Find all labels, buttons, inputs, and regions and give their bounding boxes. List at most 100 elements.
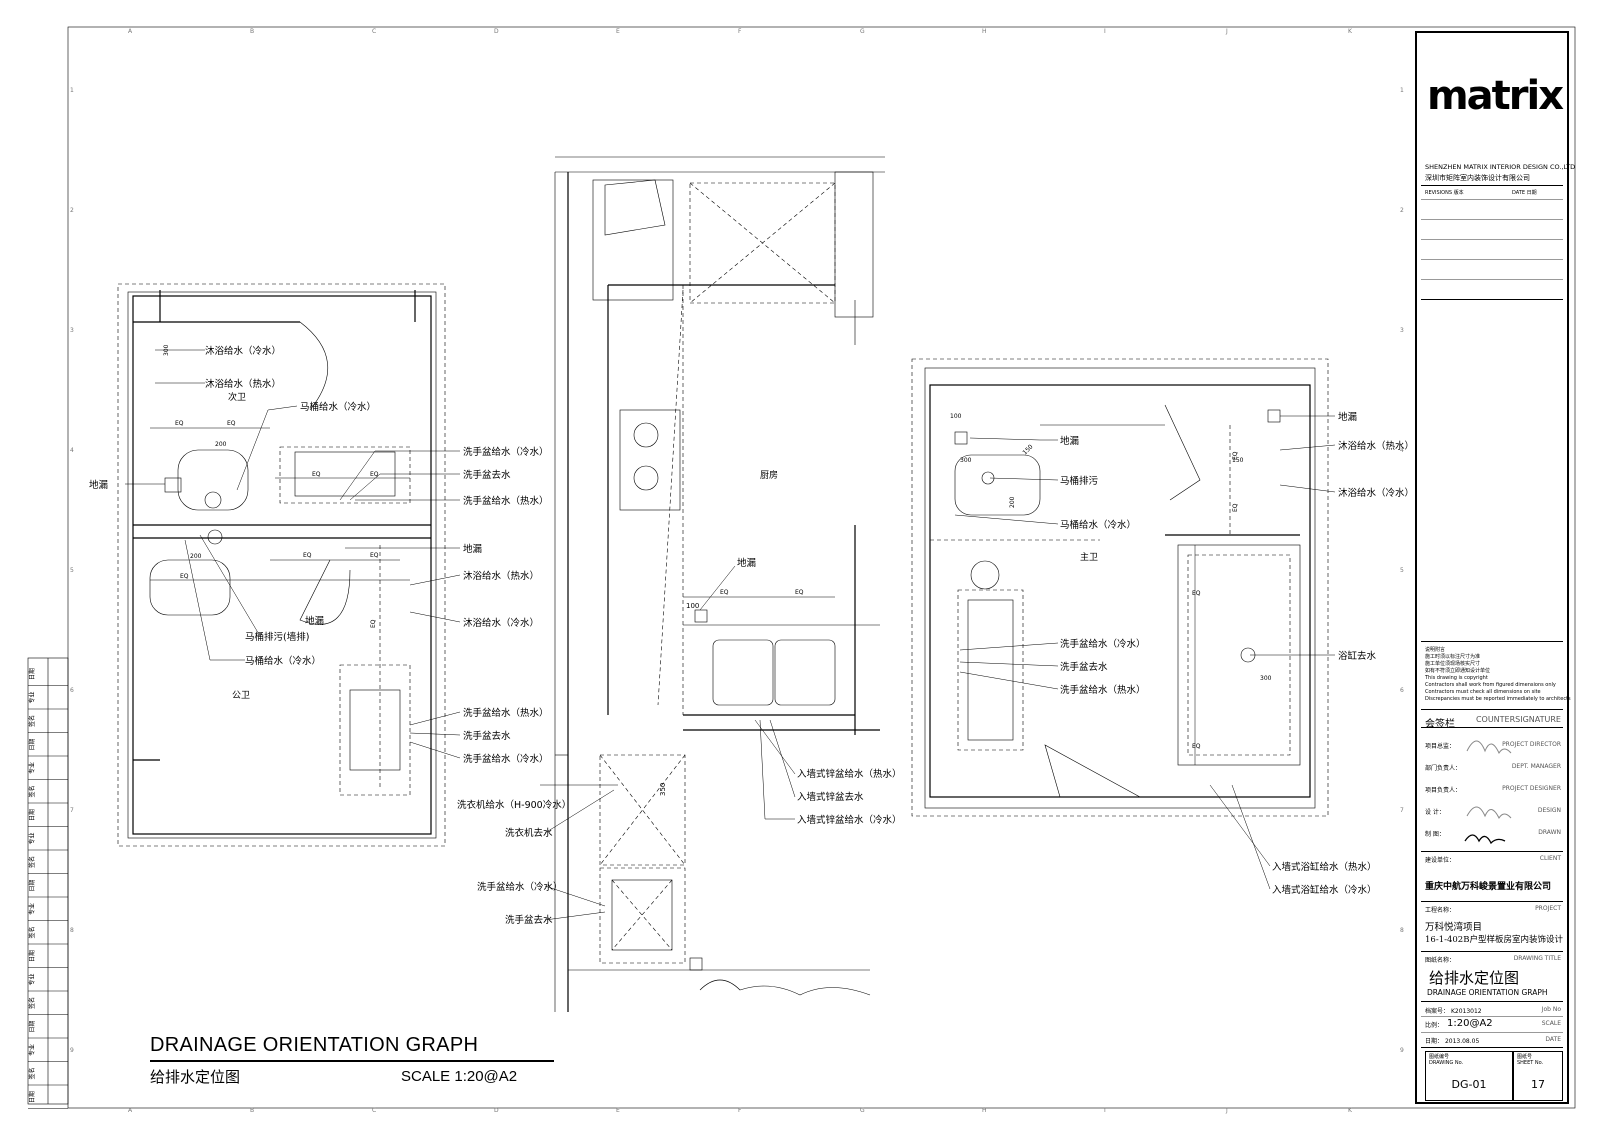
strip-cell-label: 专业 bbox=[28, 1044, 36, 1056]
drawing-title-label-row: 图纸名称：DRAWING TITLE bbox=[1425, 955, 1561, 964]
label-master-floor-drain-a: 地漏 bbox=[1060, 435, 1079, 447]
label-sink-drain: 入墙式锌盆去水 bbox=[797, 791, 864, 803]
company-name-cn: 深圳市矩阵室内装饰设计有限公司 bbox=[1425, 174, 1530, 182]
strip-cell-label: 日期 bbox=[28, 879, 36, 891]
master-bath-plan: 主卫 EQ EQ EQ EQ 300 100 300 150 150 200 地… bbox=[911, 358, 1414, 896]
dim-eq-8: EQ bbox=[370, 619, 377, 628]
drawing-title-en: DRAINAGE ORIENTATION GRAPH bbox=[1427, 988, 1548, 997]
room-label-master-bath: 主卫 bbox=[1080, 551, 1098, 563]
label-shower-cold-mid: 沐浴给水（冷水） bbox=[463, 617, 539, 629]
label-washer-supply: 洗衣机给水（H-900冷水） bbox=[457, 799, 571, 811]
client-name: 重庆中航万科峻景置业有限公司 bbox=[1425, 882, 1552, 892]
scale-value: 1:20@A2 bbox=[1447, 1018, 1493, 1029]
strip-cell-label: 签名 bbox=[28, 1067, 36, 1079]
role-row-manager: 部门负责人：DEPT. MANAGER bbox=[1425, 763, 1561, 772]
grid-col-j-bottom: J bbox=[1225, 1107, 1228, 1114]
role-row-design: 设 计：DESIGN bbox=[1425, 807, 1561, 816]
grid-col-k: K bbox=[1348, 28, 1353, 35]
grid-col-f: F bbox=[738, 28, 742, 35]
grid-row-8: 8 bbox=[70, 927, 74, 934]
dim-eq-3: EQ bbox=[303, 552, 312, 559]
room-label-public-bath: 公卫 bbox=[232, 690, 250, 701]
date-row: 日期： 2013.08.05 DATE bbox=[1425, 1036, 1561, 1045]
footer-title-rule bbox=[150, 1060, 554, 1062]
dim-eq-kitchen-1: EQ bbox=[720, 589, 729, 596]
grid-col-c-bottom: C bbox=[372, 1107, 376, 1114]
dim-eq-4: EQ bbox=[370, 552, 379, 559]
dim-eq-2: EQ bbox=[227, 420, 236, 427]
strip-cell-label: 签名 bbox=[28, 715, 36, 727]
label-floor-drain-inner: 地漏 bbox=[305, 615, 324, 627]
grid-col-b: B bbox=[250, 28, 254, 35]
label-basin-drain-3: 洗手盆去水 bbox=[505, 914, 553, 926]
grid-col-c: C bbox=[372, 28, 376, 35]
strip-cell-label: 日期 bbox=[28, 809, 36, 821]
grid-col-g: G bbox=[860, 28, 865, 35]
label-master-basin-cold: 洗手盆给水（冷水） bbox=[1060, 638, 1146, 650]
grid-row-9-right: 9 bbox=[1400, 1047, 1404, 1054]
grid-row-6: 6 bbox=[70, 687, 74, 694]
role-row-drawn: 制 图：DRAWN bbox=[1425, 829, 1561, 838]
label-basin-cold-1: 洗手盆给水（冷水） bbox=[463, 446, 549, 458]
dim-150-master: 150 bbox=[1021, 443, 1034, 456]
footer-title-en: DRAINAGE ORIENTATION GRAPH bbox=[150, 1034, 479, 1056]
dim-eq-master-3: EQ bbox=[1192, 590, 1201, 597]
grid-col-e: E bbox=[616, 28, 620, 35]
grid-row-3: 3 bbox=[70, 327, 74, 334]
grid-col-i: I bbox=[1104, 28, 1106, 35]
grid-row-2-right: 2 bbox=[1400, 207, 1404, 214]
title-block: matrix SHENZHEN MATRIX INTERIOR DESIGN C… bbox=[1415, 31, 1575, 1104]
grid-col-i-bottom: I bbox=[1104, 1107, 1106, 1114]
dim-100-master: 100 bbox=[950, 413, 962, 420]
dim-eq-master-1: EQ bbox=[1232, 451, 1239, 460]
grid-row-1: 1 bbox=[70, 87, 74, 94]
dim-100-kitchen: 100 bbox=[686, 602, 699, 610]
grid-rows: 1 2 3 4 5 6 7 8 9 1 2 3 4 5 6 7 8 9 bbox=[70, 87, 1404, 1054]
label-toilet-drain-wall: 马桶排污(墙排) bbox=[245, 631, 309, 643]
label-toilet-supply-top: 马桶给水（冷水） bbox=[300, 401, 376, 413]
label-basin-drain-2: 洗手盆去水 bbox=[463, 730, 511, 742]
company-name-en: SHENZHEN MATRIX INTERIOR DESIGN CO.,LTD bbox=[1425, 163, 1576, 171]
grid-row-5: 5 bbox=[70, 567, 74, 574]
dim-200-2: 200 bbox=[190, 553, 202, 560]
grid-row-6-right: 6 bbox=[1400, 687, 1404, 694]
label-master-shower-hot: 沐浴给水（热水） bbox=[1338, 440, 1414, 452]
dim-eq-master-4: EQ bbox=[1192, 743, 1201, 750]
grid-col-h: H bbox=[982, 28, 987, 35]
dim-eq-kitchen-2: EQ bbox=[795, 589, 804, 596]
grid-row-3-right: 3 bbox=[1400, 327, 1404, 334]
label-master-shower-cold: 沐浴给水（冷水） bbox=[1338, 487, 1414, 499]
drawing-title-cn: 给排水定位图 bbox=[1429, 969, 1520, 987]
label-basin-hot-2: 洗手盆给水（热水） bbox=[463, 707, 549, 719]
label-basin-cold-2: 洗手盆给水（冷水） bbox=[463, 753, 549, 765]
role-row-designer: 项目负责人：PROJECT DESIGNER bbox=[1425, 785, 1561, 794]
grid-col-a: A bbox=[128, 28, 133, 35]
footer-scale: SCALE 1:20@A2 bbox=[401, 1068, 518, 1085]
grid-col-e-bottom: E bbox=[616, 1107, 620, 1114]
label-shower-hot-top: 沐浴给水（热水） bbox=[205, 378, 281, 390]
dim-eq-1: EQ bbox=[175, 420, 184, 427]
label-master-toilet-supply: 马桶给水（冷水） bbox=[1060, 519, 1136, 531]
grid-col-j: J bbox=[1225, 28, 1228, 35]
strip-cell-label: 日期 bbox=[28, 738, 36, 750]
strip-cell-label: 签名 bbox=[28, 997, 36, 1009]
label-master-tub-hot: 入墙式浴缸给水（热水） bbox=[1272, 861, 1377, 873]
strip-cell-label: 日期 bbox=[28, 950, 36, 962]
label-master-floor-drain-b: 地漏 bbox=[1338, 411, 1357, 423]
project-line-2: 16-1-402B户型样板房室内装饰设计 bbox=[1425, 935, 1563, 945]
strip-cell-label: 日期 bbox=[28, 668, 36, 680]
label-basin-hot-1: 洗手盆给水（热水） bbox=[463, 495, 549, 507]
company-logo: matrix bbox=[1427, 73, 1564, 119]
label-floor-drain-mid: 地漏 bbox=[463, 543, 482, 555]
grid-row-8-right: 8 bbox=[1400, 927, 1404, 934]
grid-row-7-right: 7 bbox=[1400, 807, 1404, 814]
grid-col-a-bottom: A bbox=[128, 1107, 133, 1114]
strip-cell-label: 专业 bbox=[28, 832, 36, 844]
footer-title-cn: 给排水定位图 bbox=[150, 1068, 241, 1086]
date-col-label: DATE 日期 bbox=[1512, 190, 1537, 196]
label-washer-drain: 洗衣机去水 bbox=[505, 827, 553, 839]
sheet-frame bbox=[67, 26, 1576, 1109]
label-master-basin-hot: 洗手盆给水（热水） bbox=[1060, 684, 1146, 696]
